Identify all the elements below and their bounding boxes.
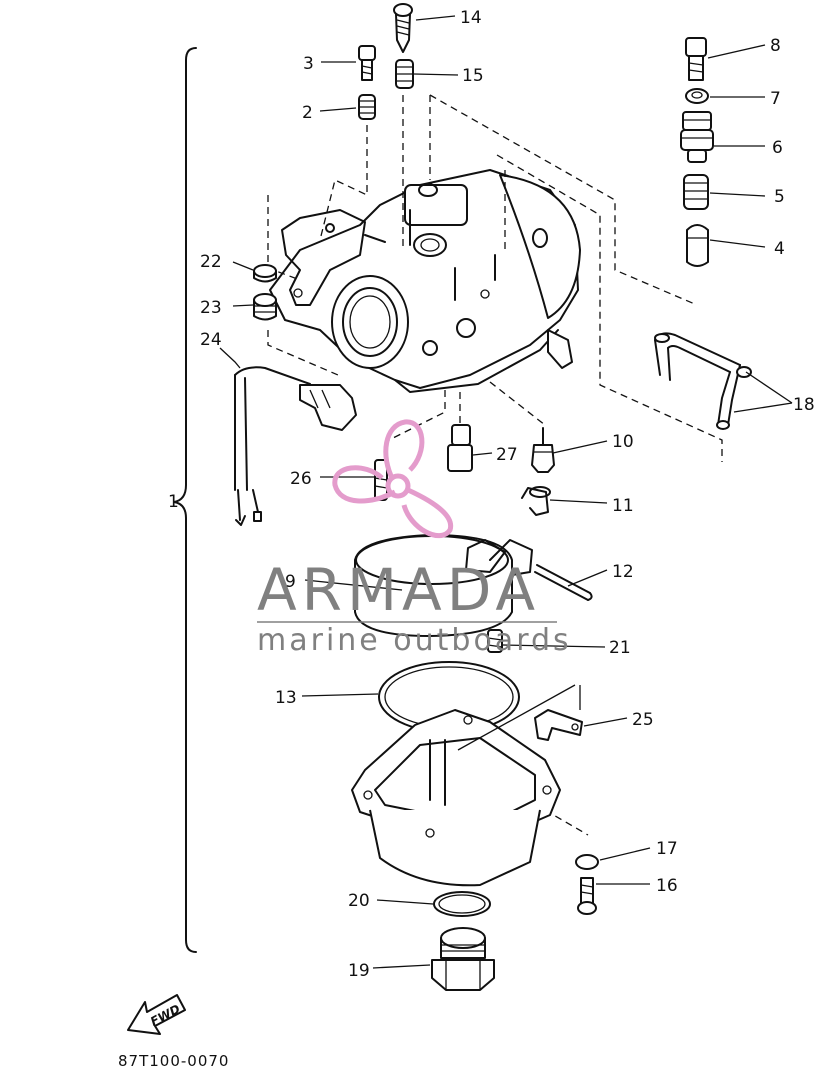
propeller-logo-icon <box>332 419 454 539</box>
part-14-screw <box>393 3 413 53</box>
callout-27: 27 <box>496 445 518 465</box>
callout-24: 24 <box>200 330 222 350</box>
part-19-drain-plug <box>431 927 495 991</box>
part-15-spring <box>395 59 414 89</box>
leader-lines <box>219 15 793 969</box>
part-22-cap <box>253 264 277 283</box>
float-bowl <box>351 709 561 887</box>
carburetor-body <box>269 169 581 393</box>
callout-12: 12 <box>612 562 634 582</box>
callout-3: 3 <box>303 54 314 74</box>
part-16-screw <box>577 877 597 915</box>
callout-11: 11 <box>612 496 634 516</box>
callout-4: 4 <box>774 239 785 259</box>
part-4-needle <box>686 224 709 267</box>
part-6-valve-seat <box>680 111 714 163</box>
watermark-tagline: marine outboards <box>257 623 572 658</box>
callout-21: 21 <box>609 638 631 658</box>
part-11-clip <box>521 486 551 516</box>
part-2-spring <box>358 94 376 120</box>
callout-10: 10 <box>612 432 634 452</box>
part-18-hose <box>654 332 752 430</box>
part-25-bracket <box>534 709 583 741</box>
callout-15: 15 <box>462 66 484 86</box>
callout-7: 7 <box>770 89 781 109</box>
part-5-spring <box>683 174 709 210</box>
callout-1: 1 <box>168 492 179 512</box>
armada-watermark: ARMADA marine outboards <box>257 419 572 658</box>
callout-18: 18 <box>793 395 815 415</box>
callout-5: 5 <box>774 187 785 207</box>
part-17-washer <box>575 854 599 870</box>
callout-19: 19 <box>348 961 370 981</box>
part-7-washer <box>685 88 709 104</box>
part-27-main-jet <box>447 424 473 472</box>
callout-26: 26 <box>290 469 312 489</box>
callout-13: 13 <box>275 688 297 708</box>
part-12-float-pin <box>534 564 593 601</box>
callout-22: 22 <box>200 252 222 272</box>
callout-numbers: 1234567891011121314151617181920212223242… <box>168 8 815 981</box>
part-23-spring <box>253 293 277 321</box>
part-10-needle-valve <box>531 427 555 473</box>
part-20-o-ring <box>433 891 491 917</box>
callout-20: 20 <box>348 891 370 911</box>
callout-2: 2 <box>302 103 313 123</box>
callout-9: 9 <box>285 572 296 592</box>
callout-8: 8 <box>770 36 781 56</box>
part-9-float <box>354 534 533 637</box>
part-24-lead-wire <box>234 366 357 526</box>
callout-17: 17 <box>656 839 678 859</box>
part-21-screw <box>487 629 503 653</box>
watermark-brand: ARMADA <box>257 556 540 624</box>
callout-16: 16 <box>656 876 678 896</box>
fwd-arrow-icon: FWD <box>127 994 186 1035</box>
callout-6: 6 <box>772 138 783 158</box>
assembly-brace <box>173 47 197 953</box>
part-3-screw <box>358 45 376 81</box>
callout-25: 25 <box>632 710 654 730</box>
drawing-code: 87T100-0070 <box>118 1052 229 1070</box>
callout-14: 14 <box>460 8 482 28</box>
callout-23: 23 <box>200 298 222 318</box>
part-8-plug-screw <box>685 37 707 81</box>
